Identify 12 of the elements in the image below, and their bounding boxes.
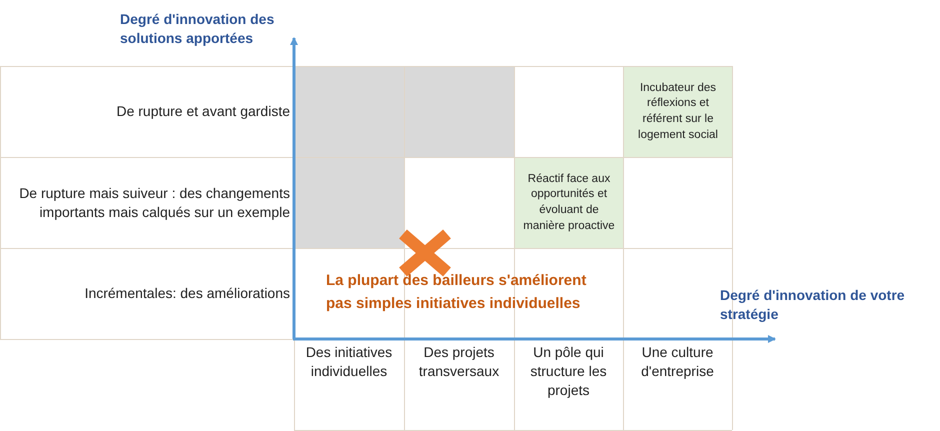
annotation-text: La plupart des bailleurs s'améliorent pas simples initiatives individuelles: [326, 271, 588, 314]
row-header: Incrémentales: des améliorations: [84, 284, 290, 303]
column-header: Un pôle qui structure les projets: [529, 343, 608, 400]
row-header: De rupture mais suiveur : des changements importants mais calqués sur un exemple: [18, 184, 290, 222]
column-header: Des projets transversaux: [418, 343, 500, 381]
row-header: De rupture et avant gardiste: [116, 102, 290, 121]
column-header: Des initiatives individuelles: [304, 343, 394, 381]
column-header: Une culture d'entreprise: [640, 343, 715, 381]
axis-title: Degré d'innovation des solutions apportées: [120, 10, 276, 48]
quadrant-description: Incubateur des réflexions et référent sur le logement social: [624, 67, 732, 157]
quadrant-description: Réactif face aux opportunités et évoluant de manière proactive: [515, 158, 623, 248]
axis-title: Degré d'innovation de votre stratégie: [720, 286, 906, 324]
